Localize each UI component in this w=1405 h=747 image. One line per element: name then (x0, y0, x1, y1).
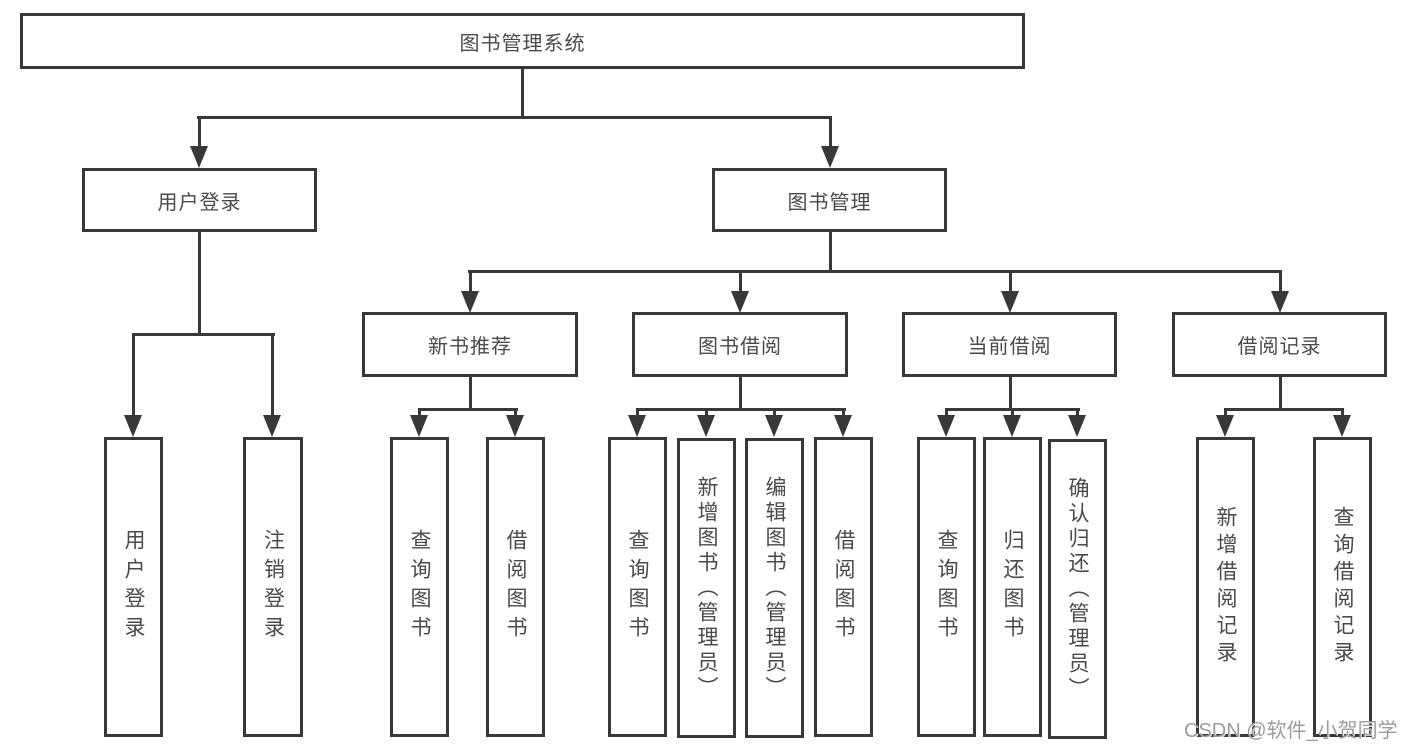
arrow-down-icon (410, 409, 428, 437)
node-label: 确认归还（管理员） (1066, 476, 1089, 702)
connector-line (198, 232, 201, 336)
connector-line (197, 116, 832, 119)
connector-line (1009, 377, 1012, 411)
node-label: 新书推荐 (428, 336, 512, 358)
arrow-down-icon (1003, 409, 1021, 437)
node-book-borrowing: 图书借阅 (632, 312, 848, 377)
node-new-book-recommend: 新书推荐 (362, 312, 578, 377)
connector-line (1224, 408, 1344, 411)
leaf-query-books-recommend: 查询图书 (390, 437, 449, 737)
node-label: 注销登录 (261, 529, 285, 645)
node-label: 用户登录 (122, 529, 145, 645)
node-label: 查询借阅记录 (1331, 506, 1354, 668)
node-label: 图书管理 (787, 191, 872, 214)
node-label: 借阅图书 (832, 529, 855, 645)
arrow-down-icon (1216, 409, 1234, 437)
arrow-down-icon (1271, 271, 1289, 313)
arrow-down-icon (765, 409, 783, 437)
connector-line (739, 377, 742, 411)
connector-line (132, 333, 275, 336)
arrow-down-icon (263, 334, 281, 437)
leaf-borrow-books-recommend: 借阅图书 (486, 437, 545, 737)
node-label: 借阅记录 (1237, 336, 1322, 358)
leaf-add-borrow-record: 新增借阅记录 (1196, 437, 1255, 737)
leaf-borrow-books-borrowing: 借阅图书 (814, 437, 873, 737)
arrow-down-icon (1068, 409, 1086, 437)
node-label: 图书管理系统 (459, 32, 586, 55)
arrow-down-icon (461, 271, 479, 313)
node-library-management-system: 图书管理系统 (20, 13, 1025, 69)
arrow-down-icon (628, 409, 646, 437)
connector-line (636, 408, 846, 411)
node-book-management: 图书管理 (712, 168, 947, 232)
leaf-logout: 注销登录 (243, 437, 303, 737)
connector-line (1279, 377, 1282, 411)
node-label: 用户登录 (157, 191, 242, 214)
arrow-down-icon (731, 271, 749, 313)
connector-line (468, 270, 1282, 273)
node-label: 查询图书 (626, 529, 649, 645)
leaf-query-books-current: 查询图书 (917, 437, 976, 737)
leaf-confirm-return-admin: 确认归还（管理员） (1048, 439, 1107, 739)
node-label: 查询图书 (408, 529, 431, 645)
node-label: 编辑图书（管理员） (763, 475, 786, 701)
node-label: 图书借阅 (698, 336, 782, 358)
arrow-down-icon (190, 117, 208, 168)
node-label: 新增借阅记录 (1214, 506, 1237, 668)
watermark-text: CSDN @软件_小贺同学 (1184, 720, 1398, 742)
leaf-edit-book-admin: 编辑图书（管理员） (745, 438, 804, 738)
arrow-down-icon (506, 409, 524, 437)
connector-line (829, 232, 832, 273)
node-label: 当前借阅 (967, 336, 1052, 358)
arrow-down-icon (937, 409, 955, 437)
arrow-down-icon (1333, 409, 1351, 437)
arrow-down-icon (821, 117, 839, 168)
arrow-down-icon (834, 409, 852, 437)
arrow-down-icon (1001, 271, 1019, 313)
node-user-login: 用户登录 (82, 168, 317, 232)
node-label: 查询图书 (935, 529, 958, 645)
node-label: 借阅图书 (504, 529, 527, 645)
connector-line (521, 69, 524, 119)
node-borrowing-records: 借阅记录 (1172, 312, 1387, 377)
connector-line (469, 377, 472, 411)
node-label: 归还图书 (1001, 529, 1024, 645)
leaf-add-book-admin: 新增图书（管理员） (677, 438, 736, 738)
arrow-down-icon (124, 334, 142, 437)
leaf-user-login: 用户登录 (104, 437, 163, 737)
arrow-down-icon (697, 409, 715, 437)
leaf-return-book: 归还图书 (983, 437, 1042, 737)
node-current-borrowing: 当前借阅 (902, 312, 1117, 377)
node-label: 新增图书（管理员） (695, 475, 718, 701)
leaf-query-borrow-record: 查询借阅记录 (1313, 437, 1372, 737)
connector-line (418, 408, 518, 411)
leaf-query-books-borrowing: 查询图书 (608, 437, 667, 737)
